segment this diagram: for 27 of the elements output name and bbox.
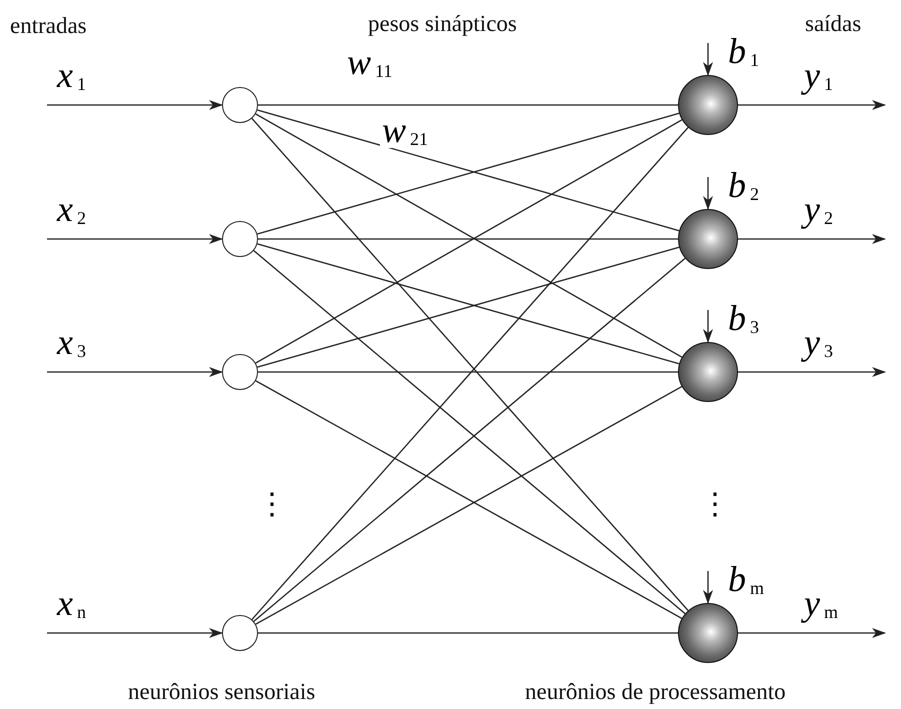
caption-text: saídas <box>805 12 862 35</box>
arrow <box>703 310 713 343</box>
arrow <box>703 43 713 76</box>
connection-line <box>258 632 678 634</box>
arrow <box>738 234 886 244</box>
arrow <box>47 367 223 377</box>
arrow <box>738 628 886 638</box>
arrow <box>47 234 223 244</box>
ellipsis-mark: ⋮ <box>257 490 287 520</box>
arrow <box>703 571 713 604</box>
input-node <box>222 615 258 651</box>
arrow <box>47 628 223 638</box>
arrow <box>703 177 713 210</box>
caption-text: neurônios sensoriais <box>128 680 316 703</box>
caption-text: pesos sinápticos <box>368 12 517 35</box>
connection-line <box>258 371 678 373</box>
caption-text: neurônios de processamento <box>525 680 786 703</box>
arrow <box>738 100 886 110</box>
arrow <box>738 367 886 377</box>
input-node <box>222 354 258 390</box>
arrow <box>47 100 223 110</box>
caption-text: entradas <box>10 14 87 37</box>
input-node <box>222 87 258 123</box>
input-node <box>222 221 258 257</box>
ellipsis-mark: ⋮ <box>700 490 730 520</box>
connection-line <box>258 238 678 240</box>
connection-line <box>258 104 678 106</box>
